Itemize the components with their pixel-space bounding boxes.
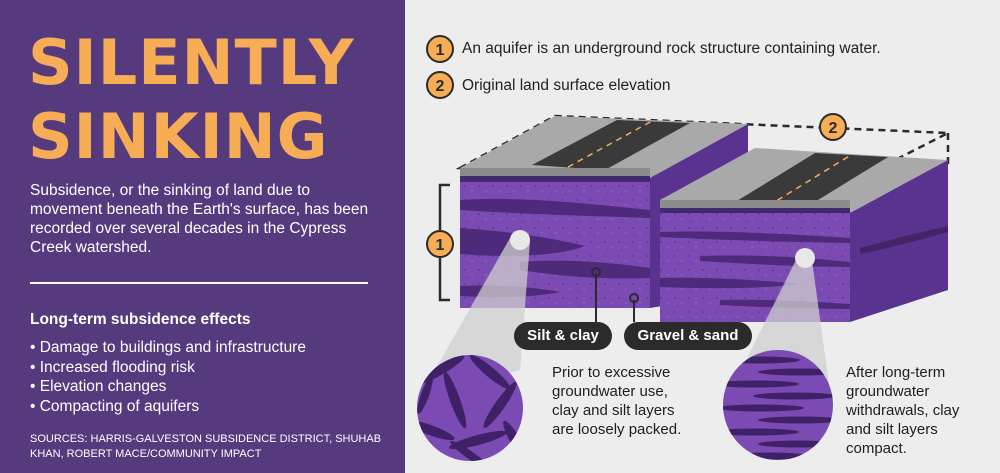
legend-text-2: Original land surface elevation <box>462 77 671 94</box>
caption-before: Prior to excessive groundwater use, clay… <box>552 364 682 438</box>
effect-item: Compacting of aquifers <box>30 397 306 417</box>
legend-text-1: An aquifer is an underground rock struct… <box>462 40 881 57</box>
road-left <box>532 120 690 170</box>
effects-list: Damage to buildings and infrastructure I… <box>30 338 306 416</box>
effect-item: Increased flooding risk <box>30 358 306 378</box>
caption-after: After long-term groundwater withdrawals,… <box>846 364 960 457</box>
title-line-2: SINKING <box>28 100 329 173</box>
label-gravel-sand: Gravel & sand <box>624 322 752 350</box>
sources: SOURCES: HARRIS-GALVESTON SUBSIDENCE DIS… <box>30 433 382 460</box>
sample-point-after <box>795 248 815 268</box>
svg-text:1: 1 <box>436 237 445 254</box>
surface-badge-2: 2 <box>819 113 847 141</box>
original-surface-outline <box>455 114 953 185</box>
info-panel: SILENTLY SINKING Subsidence, or the sink… <box>0 0 405 473</box>
compacted-clay-detail <box>723 350 833 460</box>
divider <box>30 282 368 284</box>
effect-item: Damage to buildings and infrastructure <box>30 338 306 358</box>
subsidence-diagram: 1 2 <box>417 35 953 461</box>
loose-clay-detail <box>417 355 523 461</box>
legend-badge-2: 2 <box>426 71 454 99</box>
sample-point-before <box>510 230 530 250</box>
svg-text:2: 2 <box>829 120 838 137</box>
effect-item: Elevation changes <box>30 377 306 397</box>
right-soil-block <box>660 148 948 322</box>
effects-heading: Long-term subsidence effects <box>30 311 251 328</box>
svg-text:2: 2 <box>436 78 445 95</box>
legend-badge-1: 1 <box>426 35 454 63</box>
aquifer-badge-1: 1 <box>426 230 454 258</box>
title-line-1: SILENTLY <box>28 26 355 99</box>
intro-text: Subsidence, or the sinking of land due t… <box>30 182 369 256</box>
svg-text:1: 1 <box>436 42 445 59</box>
label-silt-clay: Silt & clay <box>514 322 612 350</box>
